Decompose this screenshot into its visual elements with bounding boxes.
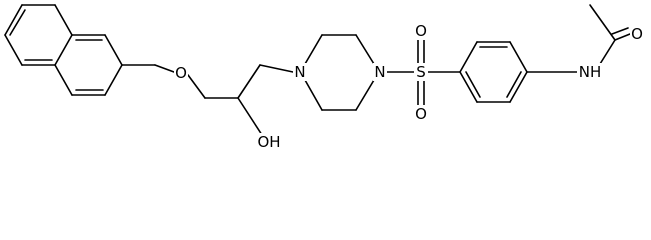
bond-ch-ch2 (237, 64, 261, 99)
bond-naph-inner-1 (9, 9, 26, 36)
atom-sulfur: S (414, 63, 428, 81)
bond-benz-inner-3 (465, 71, 481, 98)
atom-o-sulfonyl-top: O (414, 22, 428, 40)
atom-o-carbonyl: O (630, 25, 644, 43)
atom-n-left: N (293, 63, 307, 81)
bond-pip-3 (355, 34, 375, 65)
bond-c-oh (237, 97, 263, 136)
atom-hydroxyl: OH (256, 133, 282, 150)
atom-hydroxyl-label: OH (257, 133, 280, 150)
molecule-diagram: O OH N N S O O (4, 4, 644, 150)
bond-o-ch2 (187, 74, 206, 99)
atom-o-ether-label: O (175, 64, 187, 82)
bond-nh-co (599, 39, 616, 65)
bond-pip-4 (355, 79, 375, 111)
atom-n-left-label: N (294, 63, 305, 81)
bond-naph-k (54, 64, 73, 96)
bond-benz-6 (459, 71, 478, 103)
bond-benz-inner-2 (506, 71, 522, 98)
bond-pip-1 (304, 34, 323, 65)
bond-benz-1 (459, 41, 478, 73)
bond-naph-d (54, 34, 73, 66)
atom-o-sulfonyl-bottom-label: O (415, 105, 427, 123)
bond-naph-c (54, 4, 73, 36)
bond-benz-3 (509, 41, 528, 73)
bond-co-o-2 (611, 27, 629, 35)
bond-ch2-n (259, 64, 294, 73)
atom-o-sulfonyl-top-label: O (415, 22, 427, 40)
bond-naph-f (4, 34, 23, 66)
bond-co-ch3 (589, 4, 616, 41)
bond-benz-4 (509, 71, 528, 103)
bonds (4, 4, 631, 136)
atom-n-right: N (373, 63, 387, 81)
atom-o-sulfonyl-bottom: O (414, 105, 428, 123)
atom-amide-nh: NH (577, 63, 603, 81)
molecule-svg: O OH N N S O O (4, 4, 644, 150)
bond-pip-6 (304, 79, 323, 111)
atom-labels: O OH N N S O O (174, 22, 644, 150)
atom-amide-nh-label: NH (579, 63, 602, 81)
atom-o-ether: O (174, 63, 188, 82)
bond-naph-i (104, 64, 123, 96)
atom-sulfur-label: S (416, 63, 426, 81)
bond-naph-h (104, 34, 123, 66)
bond-c-o-ether (154, 64, 175, 73)
atom-o-carbonyl-label: O (631, 25, 643, 43)
bond-naph-a (4, 4, 23, 36)
bond-co-o-1 (614, 33, 631, 41)
atom-n-right-label: N (374, 63, 385, 81)
